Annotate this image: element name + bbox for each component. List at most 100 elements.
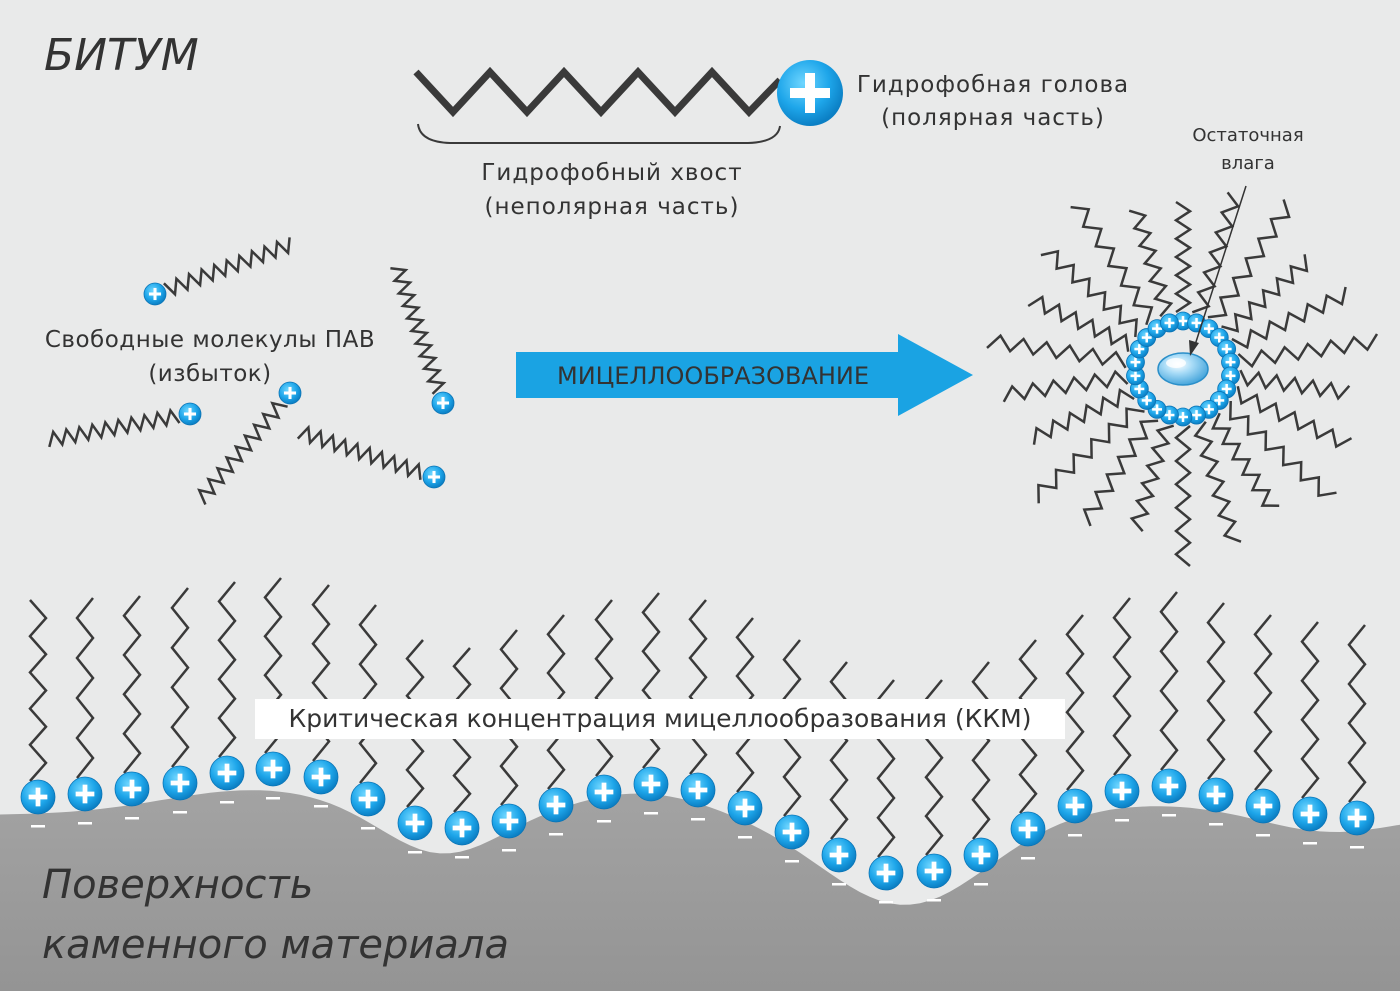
positive-head-icon (1245, 788, 1281, 824)
surface-molecule-tail (1112, 597, 1132, 776)
micelle-molecule-tail (1032, 388, 1135, 445)
free-molecule-tail (163, 237, 291, 297)
bitumen-label: БИТУМ (44, 30, 199, 81)
positive-head-icon (1160, 313, 1179, 333)
minus-sign-icon (314, 805, 328, 808)
micelle-molecule-tail (1174, 425, 1192, 567)
surface-molecule-tail (594, 599, 614, 777)
micelle (986, 191, 1379, 567)
surface-molecule-tail (641, 592, 661, 769)
minus-sign-icon (361, 827, 375, 830)
micelle-molecule-tail (1193, 420, 1242, 543)
minus-sign-icon (691, 818, 705, 821)
minus-sign-icon (927, 899, 941, 902)
micelle-molecule-tail (1129, 424, 1175, 533)
positive-head-icon (1198, 777, 1234, 813)
micelle-molecule-tail (1128, 209, 1174, 318)
minus-sign-icon (502, 849, 516, 852)
minus-sign-icon (832, 883, 846, 886)
micelle-molecule-tail (1173, 200, 1193, 314)
surface-negative-charges (31, 797, 1364, 904)
positive-head-icon (143, 282, 167, 306)
surface-label-line2: каменного материала (42, 922, 509, 968)
minus-sign-icon (1068, 834, 1082, 837)
positive-head-icon (303, 759, 339, 795)
micelle-molecule-tail (1027, 295, 1130, 352)
minus-sign-icon (974, 883, 988, 886)
micelle-molecule-tail (986, 333, 1127, 369)
positive-head-icon (1126, 366, 1145, 386)
minus-sign-icon (1162, 814, 1176, 817)
surface-molecule-tail (358, 604, 378, 784)
surface-molecule-tail (1159, 591, 1179, 771)
minus-sign-icon (78, 822, 92, 825)
reference-molecule (413, 60, 843, 144)
minus-sign-icon (31, 825, 45, 828)
surface-molecule-tail (1253, 614, 1273, 791)
positive-head-icon (20, 779, 56, 815)
tail-label-line1: Гидрофобный хвост (481, 160, 742, 186)
micelle-molecule-tail (1070, 205, 1154, 326)
surface-label-line1: Поверхность (42, 862, 313, 908)
positive-head-icon (422, 465, 446, 489)
surface-molecule-tail (75, 597, 95, 779)
positive-head-icon (178, 402, 202, 426)
positive-head-icon (444, 810, 480, 846)
micelle-molecule-tail (1207, 199, 1291, 319)
surface-molecule-tail (28, 599, 48, 782)
free-molecules-label-line2: (избыток) (148, 361, 271, 387)
positive-head-icon (538, 787, 574, 823)
minus-sign-icon (1303, 842, 1317, 845)
positive-head-icon (278, 381, 302, 405)
positive-head-icon (114, 771, 150, 807)
minus-sign-icon (1350, 846, 1364, 849)
positive-head-icon (1010, 811, 1046, 847)
moisture-pointer-line (1194, 185, 1247, 346)
tail-label-line2: (неполярная часть) (485, 194, 740, 220)
free-molecule-tail (48, 407, 181, 448)
minus-sign-icon (879, 901, 893, 904)
positive-head-icon (1292, 796, 1328, 832)
minus-sign-icon (408, 851, 422, 854)
positive-head-icon (916, 853, 952, 889)
positive-head-icon (774, 814, 810, 850)
positive-head-icon (491, 803, 527, 839)
positive-head-icon (162, 765, 198, 801)
head-label-line2: (полярная часть) (881, 105, 1105, 131)
micelle-molecule-tail (1002, 369, 1129, 403)
cmc-label-box (255, 699, 1065, 739)
moisture-label-line2: влага (1221, 153, 1275, 174)
positive-head-icon (1104, 773, 1140, 809)
positive-head-icon (1151, 768, 1187, 804)
micelle-molecule-tail (1210, 412, 1280, 507)
micellization-arrow: МИЦЕЛЛООБРАЗОВАНИЕ (516, 334, 973, 416)
micelle-molecule-tail (1191, 191, 1241, 314)
surface-molecule-tail (971, 661, 991, 840)
hydrophilic-head-icon (777, 60, 843, 126)
tail-brace (417, 123, 781, 144)
surface-molecule-tail (122, 595, 142, 774)
hydrophobic-tail (413, 66, 783, 118)
micelle-molecule-tail (1082, 419, 1159, 527)
positive-head-icon (209, 755, 245, 791)
residual-moisture-drop-icon (1157, 352, 1209, 386)
micelle-molecule-tail (1239, 369, 1351, 401)
positive-head-icon (397, 805, 433, 841)
micellization-arrow-label: МИЦЕЛЛООБРАЗОВАНИЕ (557, 362, 869, 390)
free-molecule-tail (197, 401, 288, 505)
head-label-line1: Гидрофобная голова (857, 72, 1129, 98)
surface-molecule-tail (170, 587, 190, 768)
surface-molecule-tail (1347, 624, 1367, 803)
minus-sign-icon (125, 817, 139, 820)
micelle-molecule-tail (1236, 386, 1353, 449)
minus-sign-icon (1256, 834, 1270, 837)
micelle-molecule-tail (1037, 407, 1145, 504)
positive-head-icon (1221, 352, 1240, 372)
minus-sign-icon (220, 801, 234, 804)
micelle-molecule-tail (1221, 254, 1309, 333)
positive-head-icon (633, 766, 669, 802)
surface-adsorbed-molecules (20, 577, 1375, 891)
surface-molecule-tail (1300, 621, 1320, 799)
moisture-label-line1: Остаточная (1192, 125, 1303, 146)
cmc-label: Критическая концентрация мицеллообразова… (289, 704, 1032, 733)
